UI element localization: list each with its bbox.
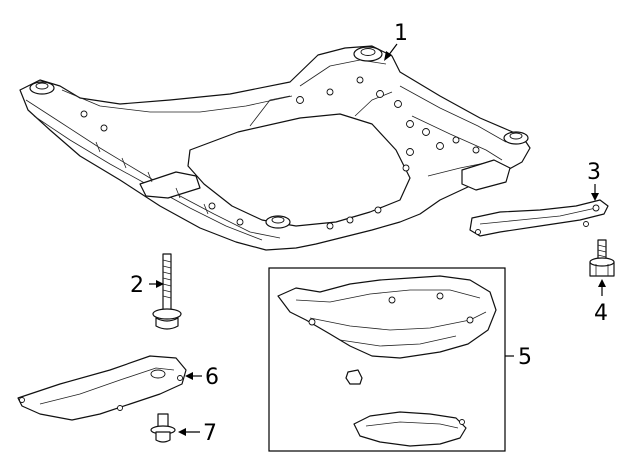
clip-fastener[interactable] xyxy=(150,413,176,443)
callout-1-label: 1 xyxy=(394,21,408,46)
callout-2-label: 2 xyxy=(130,273,144,298)
parts-group-box xyxy=(268,267,506,452)
bolt[interactable] xyxy=(152,253,182,330)
crossmember-subframe[interactable] xyxy=(19,45,531,251)
small-clip[interactable] xyxy=(345,369,363,385)
callout-6: 6 xyxy=(185,365,219,390)
callout-3: 3 xyxy=(587,160,601,201)
callout-2: 2 xyxy=(130,273,164,298)
brace-bar[interactable] xyxy=(469,199,609,237)
callout-6-label: 6 xyxy=(205,365,219,390)
callout-5: 5 xyxy=(505,345,532,370)
callout-4-label: 4 xyxy=(594,301,608,326)
callout-7: 7 xyxy=(178,421,217,446)
callout-3-label: 3 xyxy=(587,160,601,185)
nut-bolt[interactable] xyxy=(589,239,615,277)
callout-4: 4 xyxy=(594,279,608,326)
under-cover-plate[interactable] xyxy=(17,355,187,421)
callout-5-label: 5 xyxy=(518,345,532,370)
small-splash-shield[interactable] xyxy=(353,411,467,447)
callout-7-label: 7 xyxy=(203,421,217,446)
engine-splash-shield[interactable] xyxy=(277,275,497,359)
callout-1: 1 xyxy=(384,21,408,61)
